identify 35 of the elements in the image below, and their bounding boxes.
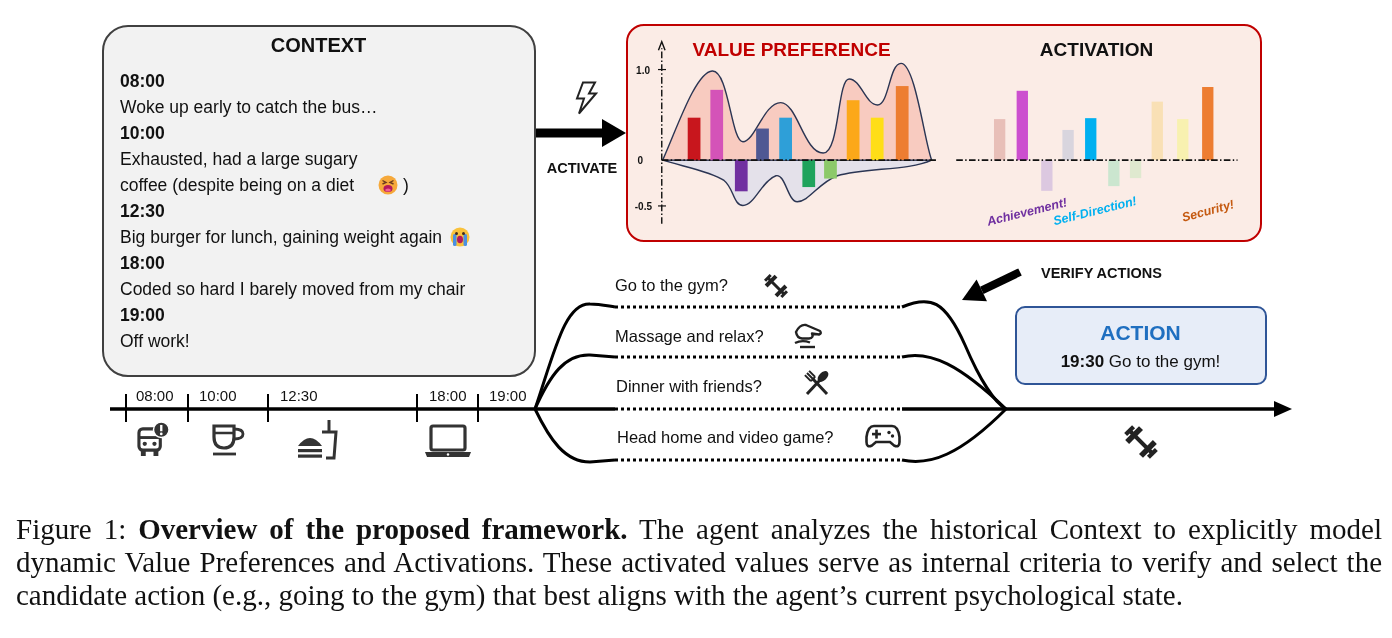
option-text: Massage and relax? bbox=[615, 326, 764, 346]
edge-label: ACTIVATE bbox=[546, 160, 618, 176]
event-text: Big burger for lunch, gaining weight again bbox=[120, 226, 442, 249]
action-text: 19:30 Go to the gym! bbox=[1060, 351, 1221, 372]
option-text: Head home and video game? bbox=[617, 427, 834, 447]
figure-caption: Figure 1: Overview of the proposed framework. The agent analyzes the historical Context to explicitly model dynamic Value Preferences and Activations. These activated values serve as internal criteria to verify and select the candidate action (e.g., going to the gym) that best aligns with the agent’s current psychological state. bbox=[16, 513, 1382, 612]
timestamp: 10:00 bbox=[120, 122, 165, 145]
panel-heading: ACTION bbox=[1100, 320, 1181, 345]
timestamp: 12:30 bbox=[120, 200, 165, 223]
tick-label: 0 bbox=[637, 154, 643, 166]
context-panel bbox=[102, 25, 536, 377]
timestamp: 19:00 bbox=[120, 304, 165, 327]
option-text: Dinner with friends? bbox=[616, 376, 762, 396]
event-text: Off work! bbox=[120, 330, 190, 353]
chart-heading: VALUE PREFERENCE bbox=[692, 39, 891, 61]
event-text: Coded so hard I barely moved from my chair bbox=[120, 278, 466, 301]
event-text: Exhausted, had a large sugary coffee (despite being on a diet bbox=[120, 148, 359, 197]
action-panel bbox=[1015, 306, 1267, 385]
time-label: 10:00 bbox=[199, 386, 237, 404]
panel-heading: CONTEXT bbox=[270, 33, 367, 56]
arrow bbox=[536, 119, 626, 147]
timestamp: 08:00 bbox=[120, 70, 165, 93]
time-label: 08:00 bbox=[136, 386, 174, 404]
tick-label: 1.0 bbox=[636, 64, 650, 76]
option-text: Go to the gym? bbox=[615, 275, 728, 295]
time-label: 12:30 bbox=[280, 386, 318, 404]
timestamp: 18:00 bbox=[120, 252, 165, 275]
step-label: VERIFY ACTIONS bbox=[1041, 265, 1162, 281]
tick-label: -0.5 bbox=[634, 200, 652, 212]
event-text: Woke up early to catch the bus… bbox=[120, 96, 378, 119]
chart-heading: ACTIVATION bbox=[1039, 39, 1154, 61]
time-label: 19:00 bbox=[489, 386, 527, 404]
value-panel bbox=[626, 24, 1262, 242]
time-label: 18:00 bbox=[429, 386, 467, 404]
closing-parenthesis: ) bbox=[403, 174, 409, 197]
